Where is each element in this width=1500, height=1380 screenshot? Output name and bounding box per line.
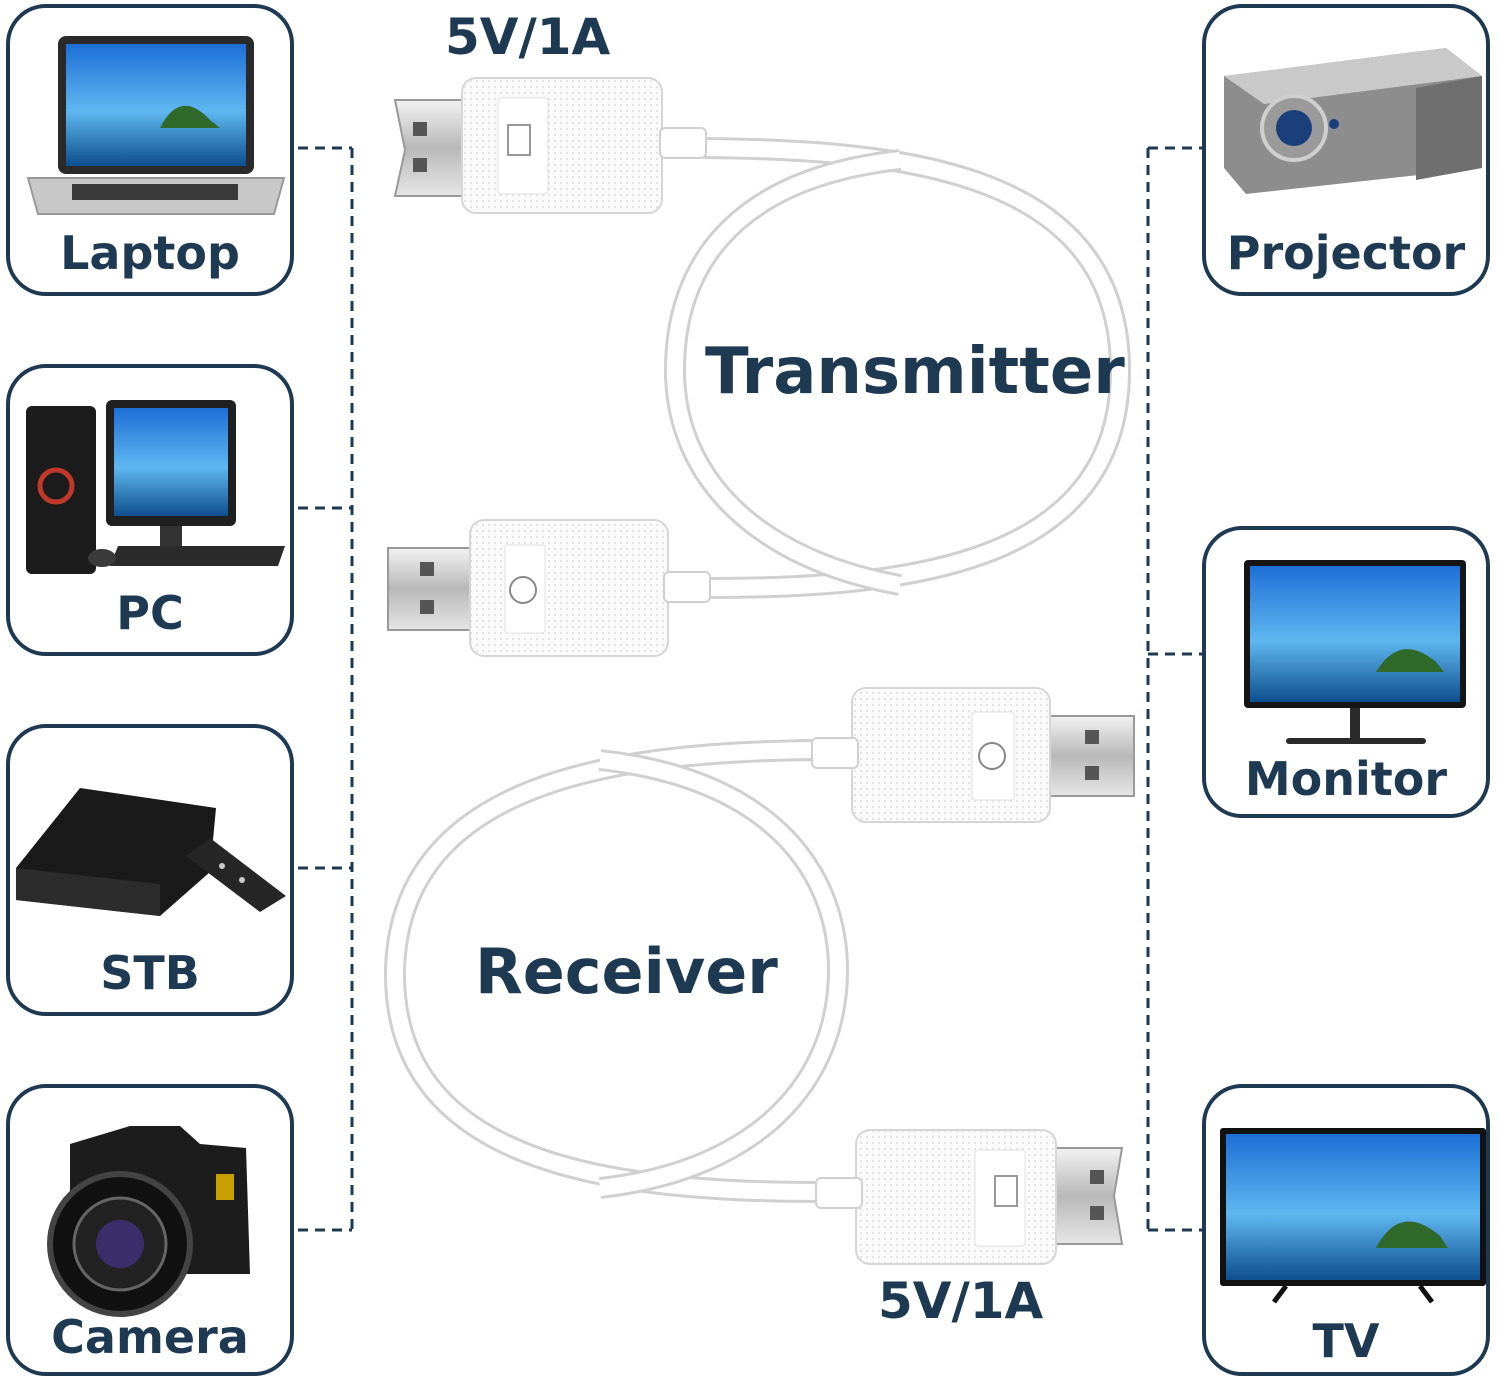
input-card-stb: STB <box>6 724 294 1016</box>
transmitter-title: Transmitter <box>705 335 1125 409</box>
input-connector-lines <box>298 146 354 1232</box>
receiver-cable <box>383 739 850 1203</box>
output-card-tv: TV <box>1202 1084 1490 1376</box>
desktop-pc-icon <box>26 400 285 574</box>
output-connector-lines <box>1146 146 1202 1232</box>
input-card-laptop: Laptop <box>6 4 294 296</box>
camera-icon <box>47 1126 250 1317</box>
output-label-monitor: Monitor <box>1244 752 1448 806</box>
output-card-monitor: Monitor <box>1202 526 1490 818</box>
monitor-icon <box>1244 560 1466 744</box>
projector-icon <box>1224 48 1482 194</box>
set-top-box-icon <box>16 788 286 916</box>
input-label-laptop: Laptop <box>60 226 240 280</box>
output-card-projector: Projector <box>1202 4 1490 296</box>
output-label-tv: TV <box>1312 1314 1380 1368</box>
receiver-usb-plug <box>811 687 1135 823</box>
transmitter-power-label: 5V/1A <box>445 8 611 66</box>
receiver-hdmi-plug <box>815 1129 1124 1265</box>
input-card-pc: PC <box>6 364 294 656</box>
input-card-camera: Camera <box>6 1084 294 1376</box>
transmitter-cable <box>663 137 1132 599</box>
input-label-stb: STB <box>100 946 200 1000</box>
receiver-title: Receiver <box>475 935 778 1008</box>
tv-icon <box>1220 1128 1486 1304</box>
transmitter-usb-plug <box>387 519 711 657</box>
receiver-power-label: 5V/1A <box>878 1272 1044 1330</box>
input-label-pc: PC <box>116 586 184 640</box>
laptop-icon <box>26 36 286 215</box>
input-label-camera: Camera <box>51 1310 249 1364</box>
output-label-projector: Projector <box>1226 226 1466 280</box>
transmitter-hdmi-plug <box>393 77 707 214</box>
